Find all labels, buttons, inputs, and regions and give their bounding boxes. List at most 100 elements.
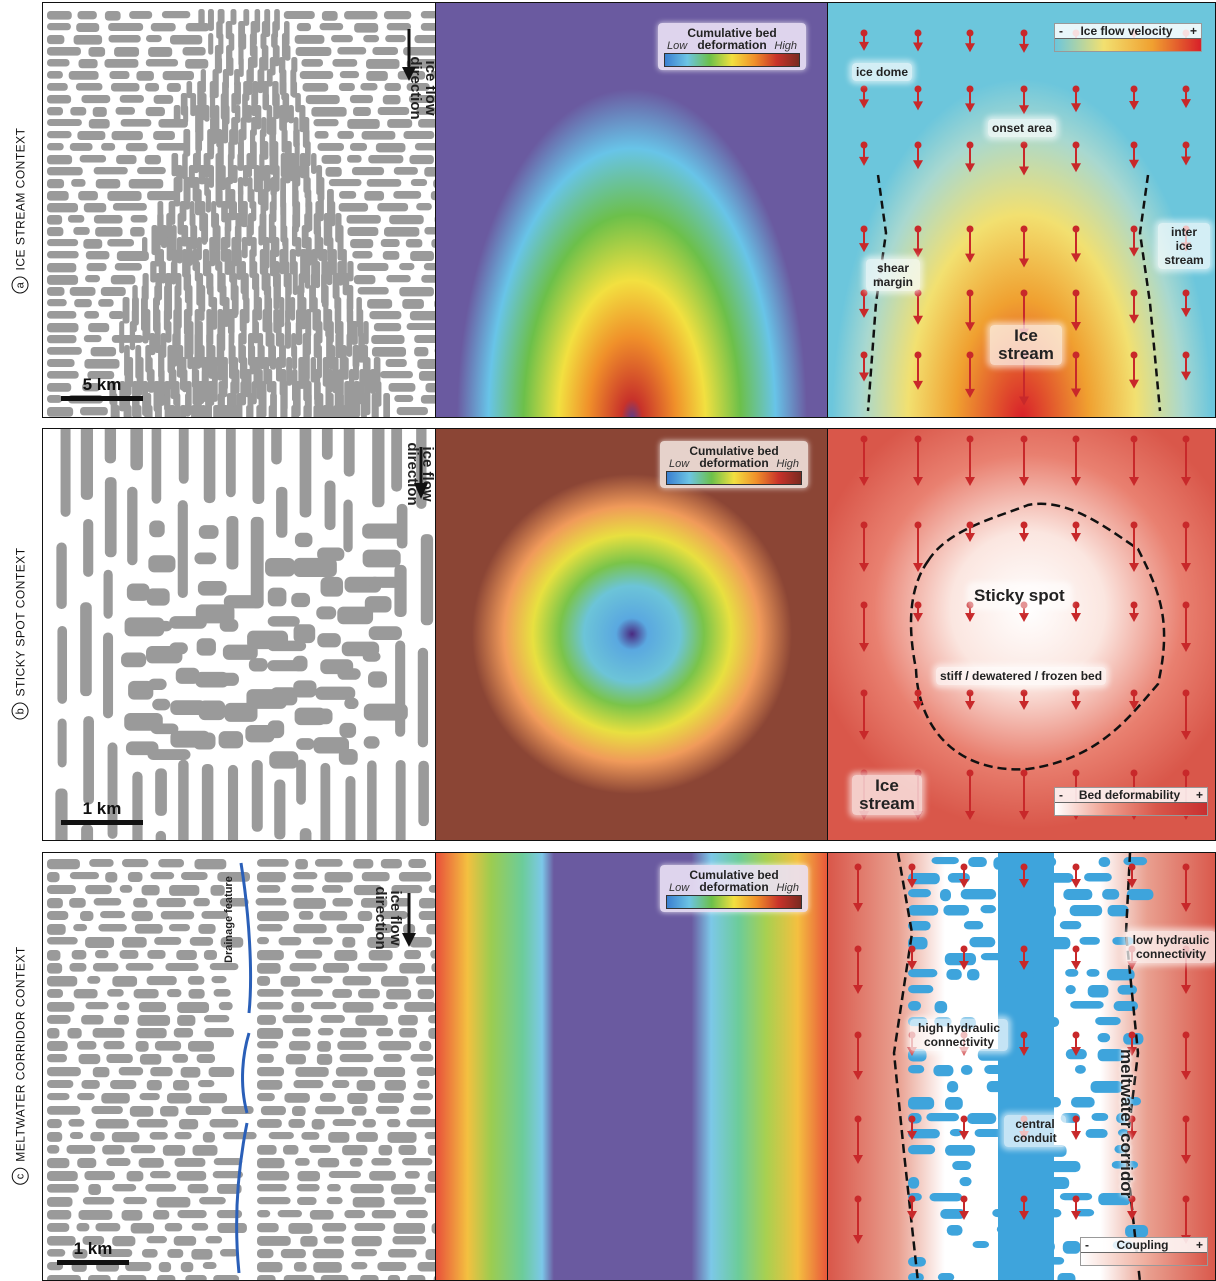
- bedform: [68, 1119, 85, 1127]
- bedform: [257, 1158, 285, 1169]
- meltwater-patch: [1085, 1129, 1108, 1138]
- deformation-map-b: Cumulative bed deformation Low High: [435, 428, 828, 841]
- bedform: [352, 1197, 385, 1208]
- bedform: [217, 9, 225, 24]
- flow-arrow: [859, 141, 869, 166]
- bedform: [166, 213, 172, 239]
- bedform: [259, 153, 265, 182]
- bedform: [85, 1002, 109, 1010]
- bedform: [191, 405, 198, 417]
- meltwater-patch: [1062, 1241, 1081, 1254]
- bedform: [47, 275, 79, 285]
- bedform: [403, 47, 435, 56]
- bedform: [202, 1132, 215, 1143]
- scale-label-b: 1 km: [82, 799, 122, 818]
- bedform: [213, 1275, 240, 1280]
- bedform: [199, 1093, 228, 1104]
- bedform: [270, 687, 298, 706]
- bedform: [323, 1236, 345, 1244]
- deformation-gradient-a: [436, 3, 827, 417]
- bedform: [87, 976, 101, 984]
- bedform: [75, 83, 103, 91]
- meltwater-patch: [944, 1097, 963, 1110]
- bedform: [295, 950, 323, 959]
- bedform: [231, 237, 238, 267]
- deformation-map-a: Cumulative bed deformation Low High: [435, 2, 828, 418]
- bedform: [177, 1002, 210, 1013]
- flow-arrow: [1129, 435, 1139, 486]
- meltwater-patch: [908, 1145, 936, 1155]
- bedform: [76, 1223, 90, 1232]
- bedform: [105, 872, 118, 883]
- bedform: [351, 1106, 367, 1116]
- meltwater-patch: [908, 1177, 920, 1189]
- bedform: [133, 989, 159, 999]
- bedform: [178, 429, 189, 484]
- flow-arrow: [1019, 769, 1029, 820]
- bedform: [257, 937, 270, 945]
- legend-low-a: Low: [667, 40, 688, 52]
- flow-arrow: [1071, 863, 1081, 888]
- bedform: [417, 1080, 430, 1089]
- bedform: [136, 1119, 168, 1128]
- bedform: [255, 898, 287, 906]
- meltwater-patch: [946, 1081, 959, 1093]
- meltwater-patch: [1045, 937, 1071, 950]
- bedform: [92, 1028, 125, 1038]
- bedform: [417, 1262, 435, 1272]
- bedform: [317, 633, 341, 648]
- bedform: [114, 1015, 129, 1025]
- bedform: [424, 167, 435, 177]
- bedform: [342, 1002, 374, 1013]
- flow-arrow: [1181, 351, 1191, 381]
- bedform: [399, 263, 415, 271]
- meltwater-patch: [1003, 1273, 1022, 1280]
- bedform: [203, 950, 217, 960]
- bedform: [434, 216, 435, 223]
- bedform: [227, 57, 234, 76]
- bedform: [95, 179, 121, 189]
- bedform: [194, 552, 217, 565]
- bedform: [368, 950, 393, 961]
- bedform: [350, 239, 374, 249]
- bedform: [117, 1275, 147, 1280]
- bedform: [416, 107, 435, 115]
- bedform: [110, 275, 136, 285]
- bedform: [314, 261, 321, 289]
- bedform: [322, 963, 350, 973]
- bedform: [47, 885, 76, 894]
- bedform: [74, 299, 92, 308]
- bedform: [293, 1080, 324, 1089]
- flow-arrow: [859, 351, 869, 382]
- bedform: [267, 640, 307, 652]
- flow-arrow: [853, 1115, 863, 1164]
- flow-arrow: [1181, 521, 1191, 572]
- bedform: [47, 1106, 81, 1115]
- bedform: [337, 1041, 367, 1050]
- bedform: [156, 143, 190, 151]
- bedform: [258, 345, 265, 370]
- bedform: [192, 1145, 218, 1156]
- bedform: [337, 668, 361, 680]
- bedform: [242, 165, 249, 187]
- bedform: [170, 700, 206, 716]
- flow-arrow: [959, 945, 969, 970]
- bedform: [69, 872, 100, 880]
- bedform: [47, 1093, 70, 1101]
- row-letter-a: a: [11, 276, 29, 294]
- bedform: [417, 647, 429, 748]
- bedform: [340, 1028, 367, 1038]
- flow-arrow: [1071, 689, 1081, 710]
- meltwater-patch: [1047, 1017, 1060, 1028]
- meltwater-patch: [960, 1065, 973, 1075]
- flow-arrow: [859, 521, 869, 572]
- flow-arrow: [907, 863, 917, 888]
- bedform: [91, 1106, 123, 1115]
- coupling-map-c: low hydraulic connectivity high hydrauli…: [827, 852, 1216, 1281]
- bedform: [398, 1145, 417, 1155]
- legend-title-c: Cumulative bed deformation: [689, 868, 779, 894]
- bedform: [84, 311, 100, 319]
- bedform: [130, 227, 145, 237]
- bedform: [176, 950, 197, 960]
- bedform: [342, 1145, 368, 1156]
